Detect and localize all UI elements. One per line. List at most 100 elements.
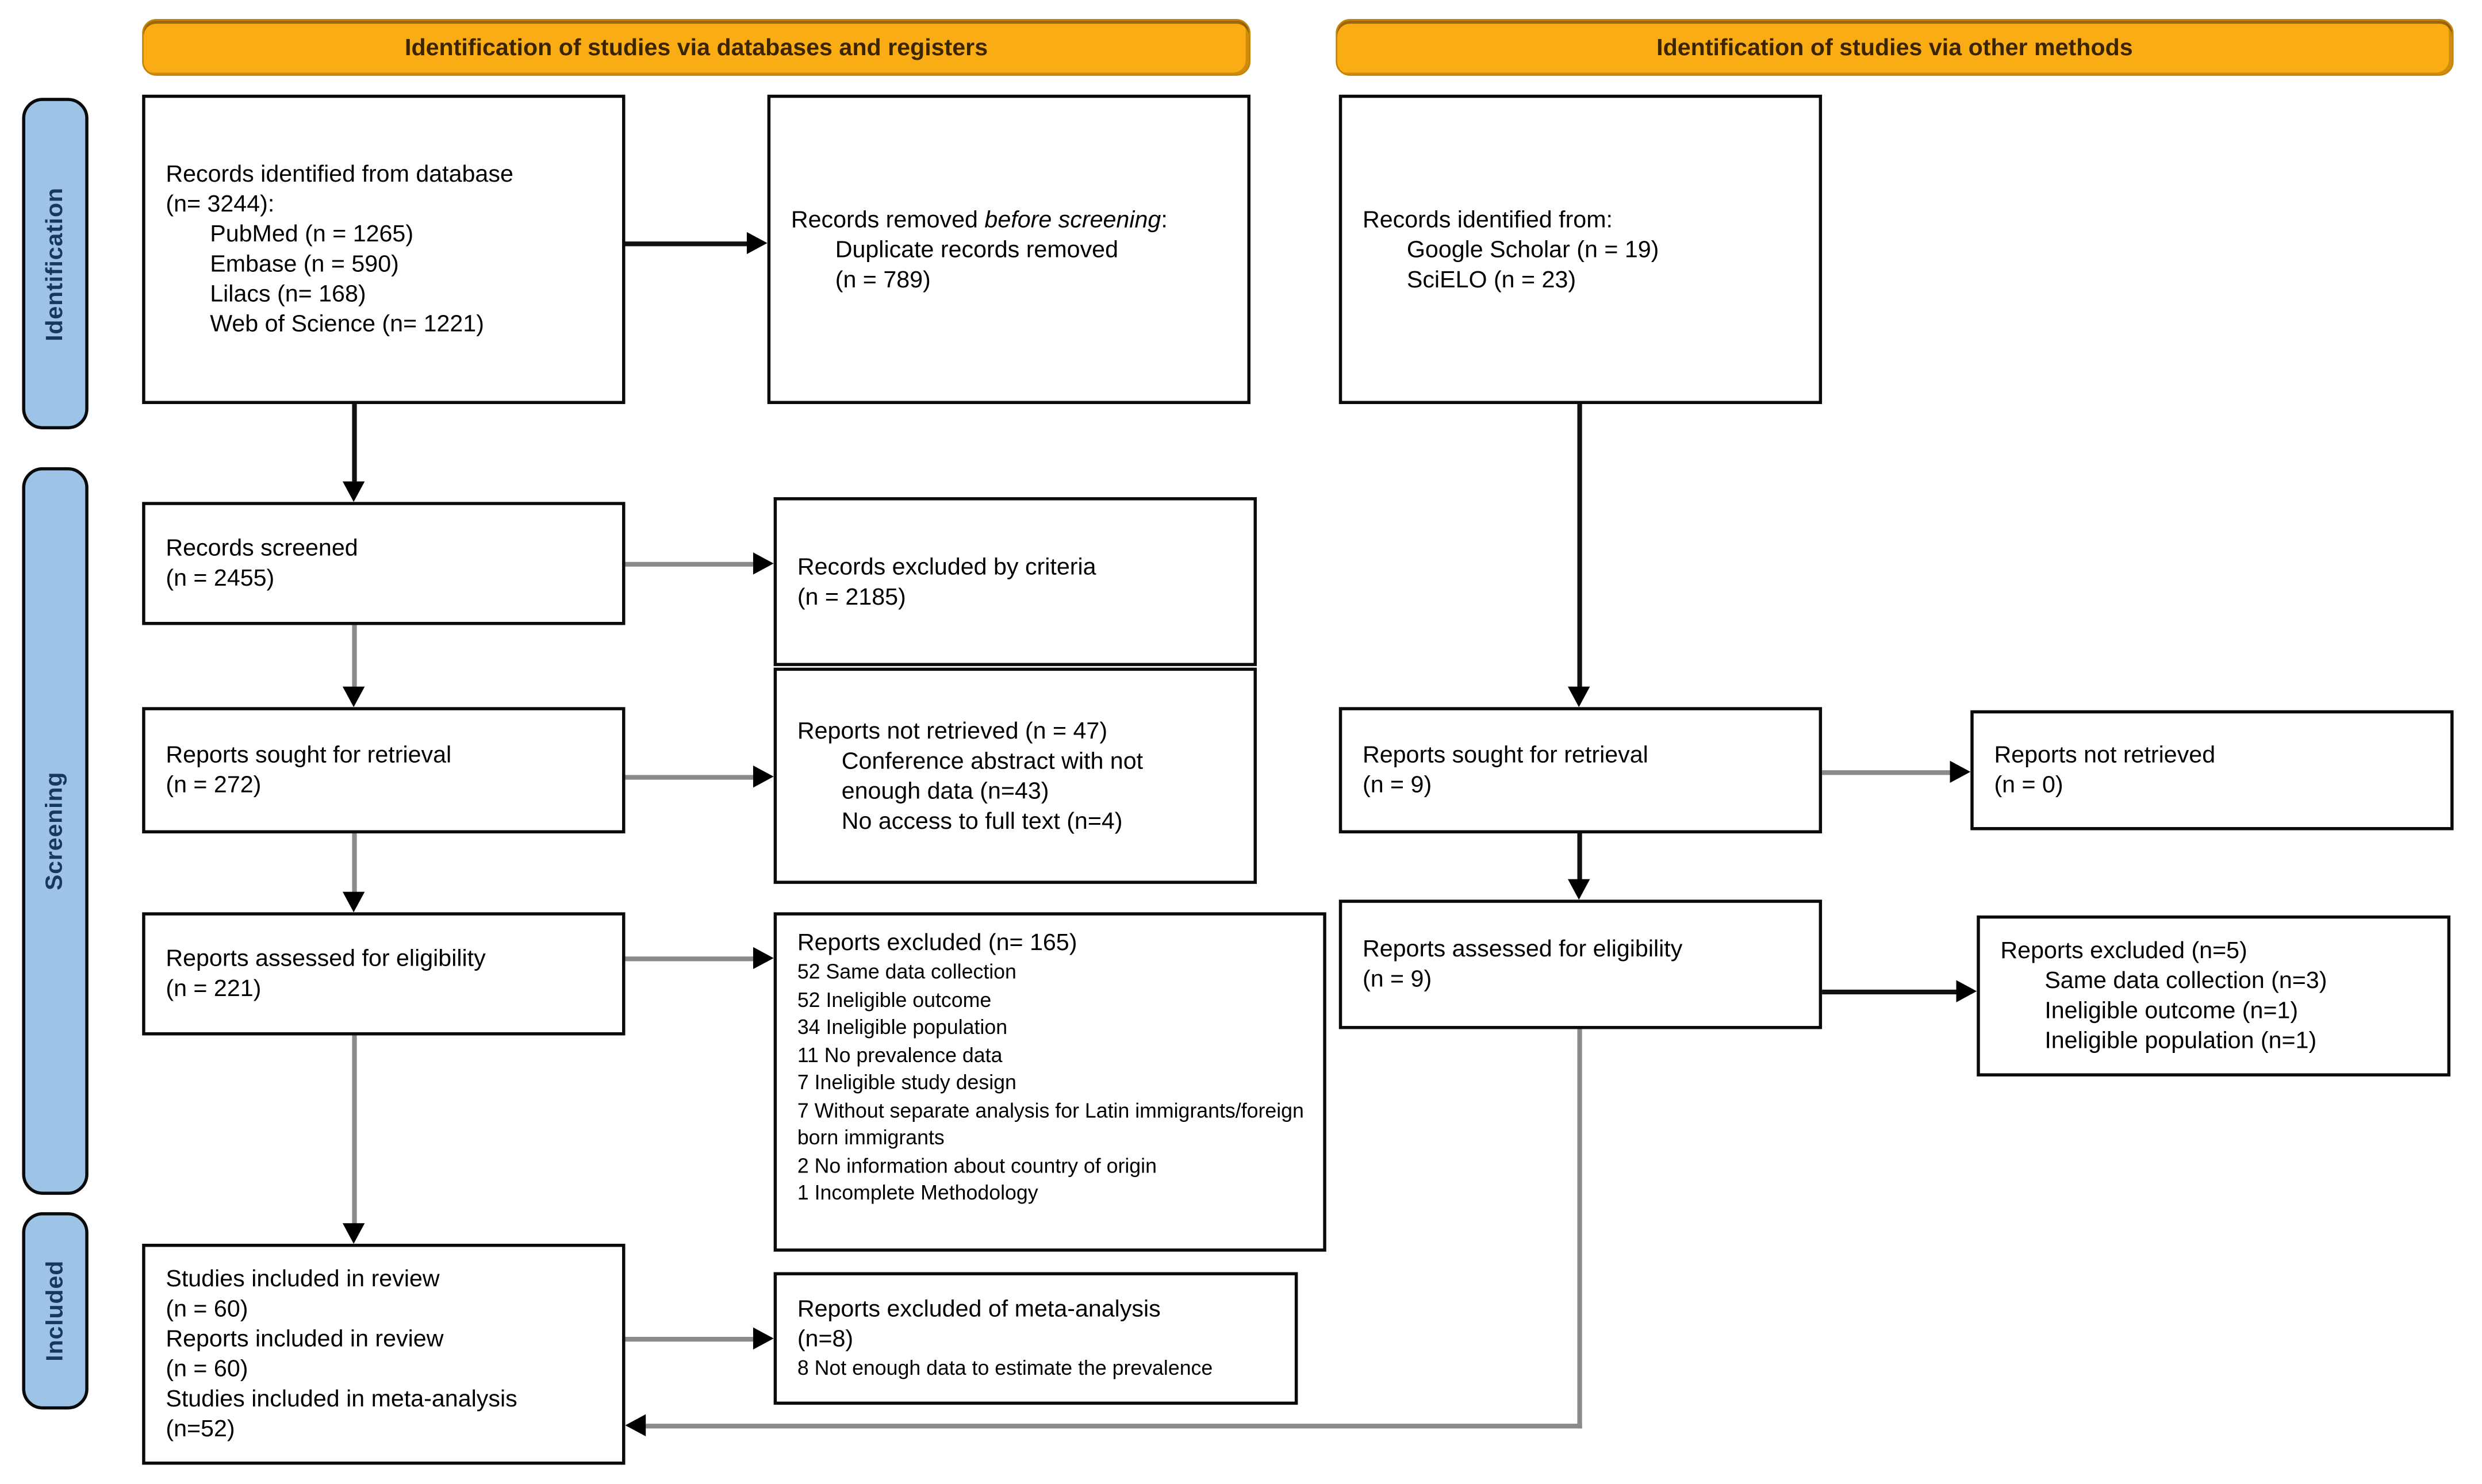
- box-records-removed-before-screening: Records removed before screening: Duplic…: [767, 94, 1250, 405]
- line: (n = 272): [166, 771, 262, 799]
- box-records-identified-databases: Records identified from database (n= 324…: [142, 94, 626, 405]
- arrow-identified-to-removed-line: [625, 241, 749, 247]
- source-scielo: SciELO (n = 23): [1406, 266, 1576, 293]
- line: Reports sought for retrieval: [166, 741, 452, 769]
- sidebar-screening: Screening: [22, 467, 89, 1195]
- arrow-sought-to-assessed-head: [342, 891, 365, 913]
- line: Records removed before screening:: [791, 205, 1235, 234]
- arrow-sought-to-not-retrieved-head: [753, 765, 774, 788]
- line: Reports not retrieved: [1994, 741, 2216, 769]
- box-records-identified-other: Records identified from: Google Scholar …: [1338, 94, 1823, 405]
- exclusion-reason: 52 Ineligible outcome: [797, 987, 992, 1011]
- exclusion-reason: Ineligible outcome (n=1): [2044, 997, 2299, 1025]
- exclusion-reason: 11 No prevalence data: [797, 1042, 1003, 1067]
- box-studies-included: Studies included in review (n = 60) Repo…: [142, 1244, 626, 1465]
- line: (n = 789): [835, 266, 931, 293]
- line: (n = 9): [1362, 771, 1432, 799]
- arrow-identified-to-screened-head: [342, 481, 365, 502]
- db-source-web-of-science: Web of Science (n= 1221): [210, 311, 484, 338]
- arrow-other-assessed-to-excluded5-head: [1956, 980, 1977, 1002]
- arrow-assessed-to-included-line: [352, 1035, 357, 1225]
- exclusion-reason: 34 Ineligible population: [797, 1014, 1008, 1039]
- exclusion-reason: 7 Ineligible study design: [797, 1070, 1016, 1094]
- text-segment: Records removed: [791, 206, 985, 233]
- exclusion-reason: 52 Same data collection: [797, 959, 1016, 983]
- exclusion-reason: 7 Without separate analysis for Latin im…: [797, 1097, 1304, 1149]
- line: (n = 2185): [797, 583, 906, 610]
- header-other-methods: Identification of studies via other meth…: [1336, 18, 2454, 76]
- box-reports-sought-other: Reports sought for retrieval (n = 9): [1338, 707, 1823, 833]
- box-reports-excluded-5: Reports excluded (n=5) Same data collect…: [1977, 915, 2451, 1077]
- db-source-pubmed: PubMed (n = 1265): [210, 221, 414, 248]
- arrow-other-assessed-to-included-hline: [644, 1424, 1582, 1429]
- arrow-included-to-meta-excluded-line: [625, 1337, 755, 1342]
- line: No access to full text (n=4): [841, 807, 1123, 835]
- line: Duplicate records removed: [835, 236, 1118, 263]
- arrow-other-identified-to-sought-head: [1567, 686, 1590, 708]
- line: Records identified from database: [166, 161, 513, 188]
- arrow-other-sought-to-assessed-head: [1567, 879, 1590, 900]
- line: Records excluded by criteria: [797, 553, 1096, 580]
- arrow-sought-to-not-retrieved-line: [625, 775, 755, 780]
- arrow-screened-to-excluded-line: [625, 562, 755, 567]
- arrow-included-to-meta-excluded-head: [753, 1327, 774, 1350]
- exclusion-reason: 1 Incomplete Methodology: [797, 1181, 1038, 1205]
- box-reports-excluded-meta-analysis: Reports excluded of meta-analysis (n=8) …: [773, 1272, 1298, 1405]
- text-segment: :: [1161, 206, 1168, 233]
- sidebar-identification-label: Identification: [41, 186, 69, 341]
- line: (n=8): [797, 1326, 854, 1354]
- sidebar-included: Included: [22, 1212, 89, 1410]
- line: (n = 60): [166, 1295, 248, 1323]
- arrow-sought-to-assessed-line: [352, 833, 357, 894]
- exclusion-reason: 8 Not enough data to estimate the preval…: [797, 1356, 1213, 1380]
- line: Reports excluded of meta-analysis: [797, 1296, 1161, 1324]
- header-other-methods-label: Identification of studies via other meth…: [1656, 34, 2133, 61]
- exclusion-reason: Same data collection (n=3): [2044, 967, 2327, 995]
- arrow-assessed-to-excluded165-head: [753, 947, 774, 970]
- line: Reports assessed for eligibility: [166, 945, 486, 972]
- arrow-identified-to-removed-head: [746, 232, 768, 255]
- box-reports-not-retrieved-other: Reports not retrieved (n = 0): [1970, 710, 2454, 831]
- arrow-other-assessed-to-included-head: [625, 1414, 646, 1437]
- header-databases-registers-label: Identification of studies via databases …: [405, 34, 988, 61]
- line: (n = 60): [166, 1355, 248, 1383]
- arrow-screened-to-sought-head: [342, 686, 365, 708]
- arrow-screened-to-excluded-head: [753, 552, 774, 575]
- sidebar-screening-label: Screening: [41, 771, 69, 891]
- db-source-embase: Embase (n = 590): [210, 251, 399, 278]
- source-google-scholar: Google Scholar (n = 19): [1406, 236, 1659, 263]
- line: Reports not retrieved (n = 47): [797, 717, 1108, 744]
- arrow-other-identified-to-sought-line: [1577, 404, 1582, 689]
- box-reports-not-retrieved-databases: Reports not retrieved (n = 47) Conferenc…: [773, 667, 1257, 884]
- sidebar-identification: Identification: [22, 98, 89, 429]
- text-segment-italic: before screening: [984, 206, 1161, 233]
- box-reports-excluded-165: Reports excluded (n= 165) 52 Same data c…: [773, 912, 1326, 1252]
- arrow-other-sought-to-not-retrieved-head: [1950, 760, 1971, 783]
- arrow-other-sought-to-not-retrieved-line: [1822, 770, 1952, 775]
- sidebar-included-label: Included: [41, 1260, 69, 1362]
- line: (n= 3244):: [166, 191, 275, 218]
- line: Studies included in meta-analysis: [166, 1386, 517, 1413]
- line: Reports excluded (n=5): [2000, 937, 2247, 964]
- box-reports-assessed-databases: Reports assessed for eligibility (n = 22…: [142, 912, 626, 1036]
- header-databases-registers: Identification of studies via databases …: [142, 18, 1250, 76]
- arrow-other-sought-to-assessed-line: [1577, 833, 1582, 881]
- line: Studies included in review: [166, 1266, 440, 1293]
- box-reports-sought-databases: Reports sought for retrieval (n = 272): [142, 707, 626, 833]
- line: Reports assessed for eligibility: [1362, 936, 1683, 963]
- box-records-screened: Records screened (n = 2455): [142, 502, 626, 625]
- line: Reports included in review: [166, 1325, 444, 1353]
- line: (n = 221): [166, 975, 262, 1002]
- arrow-assessed-to-included-head: [342, 1223, 365, 1244]
- line: Reports excluded (n= 165): [797, 929, 1077, 957]
- line: (n = 9): [1362, 966, 1432, 993]
- box-reports-assessed-other: Reports assessed for eligibility (n = 9): [1338, 899, 1823, 1029]
- arrow-other-assessed-to-excluded5-line: [1822, 989, 1958, 995]
- arrow-identified-to-screened-line: [352, 404, 357, 483]
- exclusion-reason: Ineligible population (n=1): [2044, 1027, 2317, 1055]
- line: Reports sought for retrieval: [1362, 741, 1648, 769]
- db-source-lilacs: Lilacs (n= 168): [210, 280, 366, 308]
- line: Conference abstract with not enough data…: [841, 747, 1144, 805]
- arrow-assessed-to-excluded165-line: [625, 956, 755, 962]
